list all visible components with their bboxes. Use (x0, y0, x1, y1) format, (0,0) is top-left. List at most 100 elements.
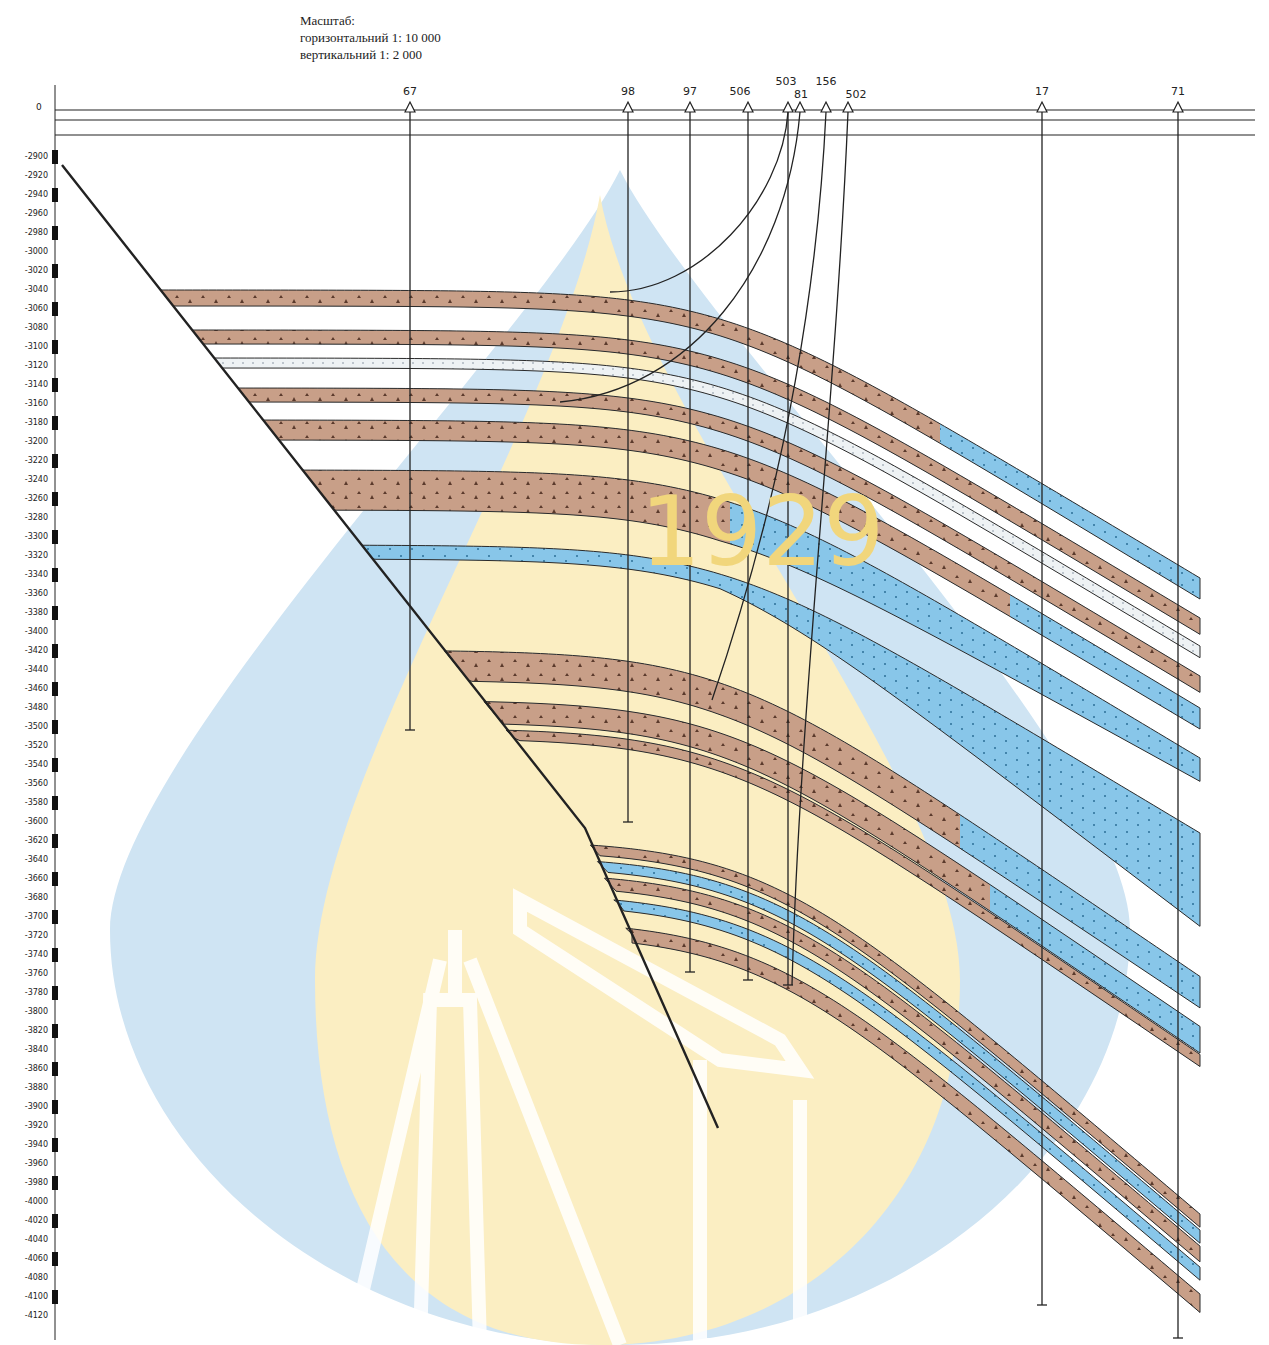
depth-tick: -3020 (2, 267, 48, 276)
depth-tick: -3620 (2, 837, 48, 846)
well-head-marker (405, 102, 415, 112)
wells (405, 102, 1183, 1338)
stratum-outline (303, 470, 1200, 781)
scale-note: вертикальний 1: 2 000 (300, 48, 422, 62)
well-head-marker (843, 102, 853, 112)
depth-tick: -3860 (2, 1065, 48, 1074)
depth-tick: -3220 (2, 457, 48, 466)
well-bottom (685, 971, 695, 972)
well-number: 503 (775, 76, 798, 88)
water-stratum (303, 470, 1200, 781)
depth-tick: -3460 (2, 685, 48, 694)
stratum-layer (484, 702, 1200, 1053)
axis-segment (52, 302, 58, 316)
depth-tick: -4040 (2, 1236, 48, 1245)
depth-tick: -3700 (2, 913, 48, 922)
watermark: 1929 (640, 480, 884, 586)
depth-tick: -3100 (2, 343, 48, 352)
well-number: 502 (845, 89, 868, 101)
depth-tick: -3480 (2, 704, 48, 713)
depth-tick: -3560 (2, 780, 48, 789)
scale-note: горизонтальний 1: 10 000 (300, 31, 441, 45)
depth-tick: -3960 (2, 1160, 48, 1169)
depth-tick: -3540 (2, 761, 48, 770)
depth-tick: -3440 (2, 666, 48, 675)
axis-segment (52, 188, 58, 202)
well-bottom (1037, 1304, 1047, 1305)
depth-tick: -3780 (2, 989, 48, 998)
axis-segment (52, 720, 58, 734)
strata (161, 290, 1200, 1312)
depth-tick: -4100 (2, 1293, 48, 1302)
depth-tick: -3080 (2, 324, 48, 333)
axis-segment (52, 1290, 58, 1304)
depth-tick: -3060 (2, 305, 48, 314)
axis-segment (52, 758, 58, 772)
depth-tick: -3980 (2, 1179, 48, 1188)
depth-tick: -3660 (2, 875, 48, 884)
axis-segment (52, 1100, 58, 1114)
stratum-layer (626, 928, 1200, 1312)
depth-tick: -3520 (2, 742, 48, 751)
axis-segment (52, 1138, 58, 1152)
depth-tick: -3320 (2, 552, 48, 561)
oil-stratum (626, 928, 1200, 1312)
axis-segment (52, 796, 58, 810)
well-number: 81 (793, 89, 809, 101)
depth-tick: -3740 (2, 951, 48, 960)
depth-tick: -4080 (2, 1274, 48, 1283)
axis-segment (52, 910, 58, 924)
axis-segment (52, 454, 58, 468)
depth-tick: -3160 (2, 400, 48, 409)
depth-tick: -3600 (2, 818, 48, 827)
well-number: 506 (729, 86, 752, 98)
stratum-outline (626, 928, 1200, 1312)
well-number: 156 (815, 76, 838, 88)
depth-tick: -3280 (2, 514, 48, 523)
depth-tick: -3400 (2, 628, 48, 637)
fault-line (62, 165, 718, 1128)
well-head-marker (1173, 102, 1183, 112)
axis-segment (52, 416, 58, 430)
axis-segment (52, 150, 58, 164)
well-head-marker (685, 102, 695, 112)
well-number: 97 (682, 86, 698, 98)
axis-segment (52, 872, 58, 886)
watermark-pumpjack (350, 900, 800, 1345)
depth-tick: -3800 (2, 1008, 48, 1017)
axis-segment (52, 682, 58, 696)
water-stratum (626, 928, 1200, 1312)
depth-tick: -2900 (2, 153, 48, 162)
depth-tick: -3580 (2, 799, 48, 808)
well-head-marker (783, 102, 793, 112)
depth-tick: -3240 (2, 476, 48, 485)
depth-tick: -3880 (2, 1084, 48, 1093)
axis-segment (52, 1024, 58, 1038)
depth-tick: -3640 (2, 856, 48, 865)
well-bottom (623, 821, 633, 822)
depth-tick: -3300 (2, 533, 48, 542)
depth-tick: -4060 (2, 1255, 48, 1264)
datum-line (55, 119, 1255, 120)
axis-segment (52, 530, 58, 544)
axis-segment (52, 568, 58, 582)
datum-mark: 0 (36, 103, 42, 113)
well-head-marker (1037, 102, 1047, 112)
depth-tick: -3380 (2, 609, 48, 618)
depth-tick: -3340 (2, 571, 48, 580)
well-number: 17 (1034, 86, 1050, 98)
depth-tick: -3000 (2, 248, 48, 257)
depth-tick: -3500 (2, 723, 48, 732)
axis-segment (52, 948, 58, 962)
deviated-well (610, 112, 788, 292)
depth-tick: -3920 (2, 1122, 48, 1131)
axis-segment (52, 378, 58, 392)
depth-tick: -2940 (2, 191, 48, 200)
well-bore (1177, 108, 1178, 1338)
depth-tick: -3940 (2, 1141, 48, 1150)
datum-line (55, 109, 1255, 110)
depth-tick: -2980 (2, 229, 48, 238)
well-bore (1041, 108, 1042, 1305)
depth-tick: -3420 (2, 647, 48, 656)
